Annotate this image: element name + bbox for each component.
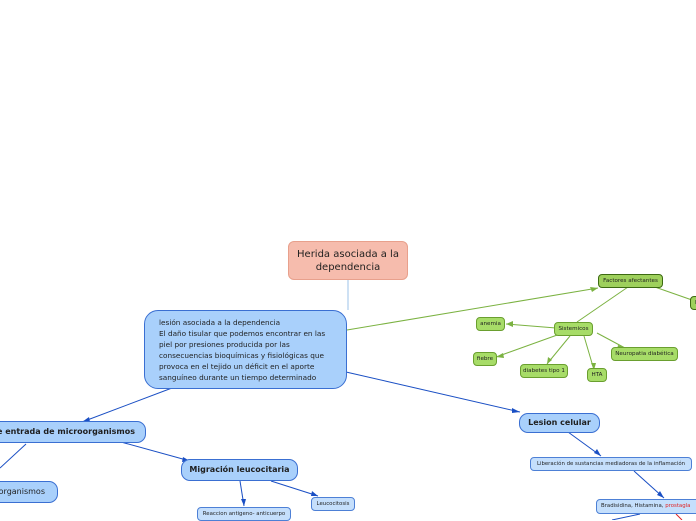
- description-line: piel por presiones producida por las: [159, 340, 290, 349]
- bradisidina-text: Bradisidina, Histamina,: [601, 503, 666, 509]
- bradi-down-link: [611, 513, 641, 520]
- factor-edge-node[interactable]: L: [690, 296, 696, 310]
- central-topic[interactable]: Herida asociada a la dependencia: [288, 241, 408, 280]
- sistemicos-node[interactable]: Sistemicos: [554, 322, 593, 336]
- entrada-microorganismos-node[interactable]: o de entrada de microorganismos: [0, 421, 146, 443]
- main-entrada-link: [81, 387, 173, 423]
- description-line: provoca en el tejido un déficit en el ap…: [159, 362, 315, 371]
- central-topic-line-2: dependencia: [315, 262, 381, 273]
- fiebre-node[interactable]: fiebre: [473, 352, 497, 366]
- description-line: consecuencias bioquímicas y fisiológicas…: [159, 351, 324, 360]
- migracion-leucocitosis-link: [270, 480, 319, 497]
- sistemicos-neuropatia-link: [596, 332, 626, 349]
- green-links: [346, 285, 693, 371]
- description-line: El daño tisular que podemos encontrar en…: [159, 329, 326, 338]
- migracion-leucocitaria-node[interactable]: Migración leucocitaria: [181, 459, 298, 481]
- factors-edge-link: [651, 285, 693, 301]
- main-lesion-link: [345, 371, 521, 413]
- blue-arrowheads: [82, 408, 664, 506]
- leucocitosis-node[interactable]: Leucocitosis: [311, 497, 355, 511]
- entrada-migracion-link: [120, 441, 191, 462]
- factors-sistemicos-link: [576, 286, 629, 323]
- factores-afectantes-node[interactable]: Factores afectantes: [598, 274, 663, 288]
- main-factors-link: [346, 287, 599, 331]
- hta-node[interactable]: HTA: [587, 368, 607, 382]
- description-node[interactable]: lesión asociada a la dependencia El daño…: [144, 310, 347, 389]
- red-link-stub: [675, 513, 683, 520]
- organismos-node[interactable]: organismos: [0, 481, 58, 503]
- central-topic-line-1: Herida asociada a la: [297, 249, 399, 260]
- description-line: sanguíneo durante un tiempo determinado: [159, 373, 317, 382]
- prostaglandina-text: prostagla: [665, 503, 691, 509]
- bradisidina-node[interactable]: Bradisidina, Histamina, prostagla: [596, 499, 696, 514]
- reaccion-antigeno-node[interactable]: Reaccion antigeno- anticuerpo: [197, 507, 291, 521]
- neuropatia-node[interactable]: Neuropatia diabética: [611, 347, 678, 361]
- entrada-organismos-link: [0, 443, 27, 469]
- sistemicos-anemia-link: [505, 323, 557, 329]
- diabetes-node[interactable]: diabetes tipo 1: [520, 364, 568, 378]
- liberacion-sustancias-node[interactable]: Liberación de sustancias mediadoras de l…: [530, 457, 692, 471]
- sistemicos-fiebre-link: [495, 333, 561, 358]
- lesion-celular-node[interactable]: Lesion celular: [519, 413, 600, 433]
- description-line: lesión asociada a la dependencia: [159, 318, 281, 327]
- anemia-node[interactable]: anemia: [476, 317, 505, 331]
